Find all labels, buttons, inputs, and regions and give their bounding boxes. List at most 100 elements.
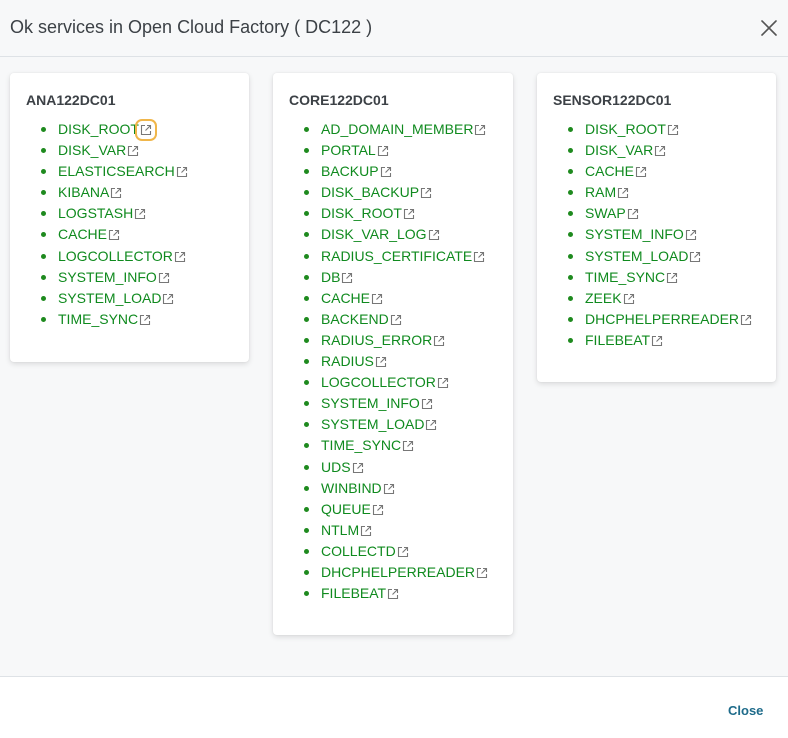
external-link-icon[interactable] [158, 272, 170, 284]
external-link-icon[interactable] [110, 187, 122, 199]
service-link[interactable]: RAM [585, 184, 617, 201]
service-link[interactable]: DISK_VAR [58, 142, 127, 159]
service-link[interactable]: SYSTEM_INFO [58, 268, 157, 285]
external-link-icon[interactable] [627, 208, 639, 220]
external-link-icon[interactable] [685, 229, 697, 241]
service-link[interactable]: CACHE [321, 289, 371, 306]
service-link[interactable]: PORTAL [321, 142, 376, 159]
service-link[interactable]: QUEUE [321, 500, 371, 517]
external-link-icon[interactable] [371, 293, 383, 305]
service-link[interactable]: SYSTEM_LOAD [321, 416, 425, 433]
service-link[interactable]: DISK_BACKUP [321, 184, 420, 201]
external-link-icon[interactable] [428, 229, 440, 241]
external-link-icon[interactable] [134, 208, 146, 220]
external-link-icon[interactable] [162, 293, 174, 305]
service-link[interactable]: RADIUS_ERROR [321, 331, 433, 348]
external-link-icon[interactable] [134, 119, 157, 141]
service-link[interactable]: UDS [321, 458, 351, 475]
server-name: ANA122DC01 [26, 92, 116, 108]
service-link[interactable]: DISK_VAR [585, 142, 654, 159]
service-item: DHCPHELPERREADER [537, 309, 776, 330]
service-link[interactable]: ZEEK [585, 289, 622, 306]
service-link[interactable]: CACHE [585, 163, 635, 180]
external-link-icon[interactable] [360, 525, 372, 537]
service-link[interactable]: TIME_SYNC [58, 310, 139, 327]
external-link-icon[interactable] [397, 546, 409, 558]
service-link[interactable]: LOGSTASH [58, 205, 134, 222]
service-link[interactable]: TIME_SYNC [585, 268, 666, 285]
external-link-icon[interactable] [474, 124, 486, 136]
external-link-icon[interactable] [108, 229, 120, 241]
external-link-icon[interactable] [473, 251, 485, 263]
service-link[interactable]: SYSTEM_INFO [321, 395, 420, 412]
service-link[interactable]: BACKEND [321, 310, 389, 327]
service-item: NTLM [273, 520, 513, 541]
service-link[interactable]: LOGCOLLECTOR [58, 247, 173, 264]
service-link[interactable]: TIME_SYNC [321, 437, 402, 454]
service-item: AD_DOMAIN_MEMBER [273, 119, 513, 140]
external-link-icon[interactable] [352, 462, 364, 474]
service-link[interactable]: DHCPHELPERREADER [321, 563, 476, 580]
service-link[interactable]: DISK_VAR_LOG [321, 226, 427, 243]
external-link-icon[interactable] [740, 314, 752, 326]
service-item: RADIUS_ERROR [273, 330, 513, 351]
service-link[interactable]: DHCPHELPERREADER [585, 310, 740, 327]
service-link[interactable]: LOGCOLLECTOR [321, 374, 436, 391]
external-link-icon[interactable] [635, 166, 647, 178]
external-link-icon[interactable] [437, 377, 449, 389]
external-link-icon[interactable] [174, 251, 186, 263]
external-link-icon[interactable] [383, 483, 395, 495]
service-item: COLLECTD [273, 541, 513, 562]
external-link-icon[interactable] [377, 145, 389, 157]
external-link-icon[interactable] [127, 145, 139, 157]
service-link[interactable]: FILEBEAT [585, 331, 651, 348]
service-item: FILEBEAT [537, 330, 776, 351]
service-link[interactable]: WINBIND [321, 479, 382, 496]
external-link-icon[interactable] [654, 145, 666, 157]
external-link-icon[interactable] [666, 272, 678, 284]
service-link[interactable]: DB [321, 268, 341, 285]
service-link[interactable]: COLLECTD [321, 542, 396, 559]
service-link[interactable]: DISK_ROOT [585, 121, 666, 137]
service-link[interactable]: ELASTICSEARCH [58, 163, 175, 180]
service-link[interactable]: CACHE [58, 226, 108, 243]
service-link[interactable]: RADIUS [321, 353, 374, 370]
external-link-icon[interactable] [433, 335, 445, 347]
external-link-icon[interactable] [667, 124, 679, 136]
external-link-icon[interactable] [421, 398, 433, 410]
external-link-icon[interactable] [375, 356, 387, 368]
external-link-icon[interactable] [390, 314, 402, 326]
service-item: DISK_ROOT [10, 119, 249, 141]
service-link[interactable]: BACKUP [321, 163, 379, 180]
external-link-icon[interactable] [476, 567, 488, 579]
external-link-icon[interactable] [139, 314, 151, 326]
external-link-icon[interactable] [341, 272, 353, 284]
external-link-icon[interactable] [651, 335, 663, 347]
external-link-icon[interactable] [420, 187, 432, 199]
close-icon[interactable] [758, 17, 780, 39]
service-link[interactable]: SYSTEM_INFO [585, 226, 684, 243]
service-link[interactable]: RADIUS_CERTIFICATE [321, 247, 473, 264]
service-link[interactable]: FILEBEAT [321, 585, 387, 602]
service-link[interactable]: KIBANA [58, 184, 110, 201]
server-name: SENSOR122DC01 [553, 92, 672, 108]
service-item: LOGCOLLECTOR [10, 246, 249, 267]
external-link-icon[interactable] [623, 293, 635, 305]
external-link-icon[interactable] [425, 419, 437, 431]
service-link[interactable]: SWAP [585, 205, 626, 222]
service-link[interactable]: DISK_ROOT [321, 205, 402, 222]
service-link[interactable]: AD_DOMAIN_MEMBER [321, 121, 474, 137]
external-link-icon[interactable] [689, 251, 701, 263]
external-link-icon[interactable] [380, 166, 392, 178]
external-link-icon[interactable] [403, 208, 415, 220]
service-link[interactable]: DISK_ROOT [58, 121, 139, 137]
external-link-icon[interactable] [387, 588, 399, 600]
external-link-icon[interactable] [402, 440, 414, 452]
close-button[interactable]: Close [728, 703, 764, 718]
service-link[interactable]: SYSTEM_LOAD [58, 289, 162, 306]
service-link[interactable]: NTLM [321, 521, 360, 538]
service-link[interactable]: SYSTEM_LOAD [585, 247, 689, 264]
external-link-icon[interactable] [617, 187, 629, 199]
external-link-icon[interactable] [176, 166, 188, 178]
external-link-icon[interactable] [372, 504, 384, 516]
